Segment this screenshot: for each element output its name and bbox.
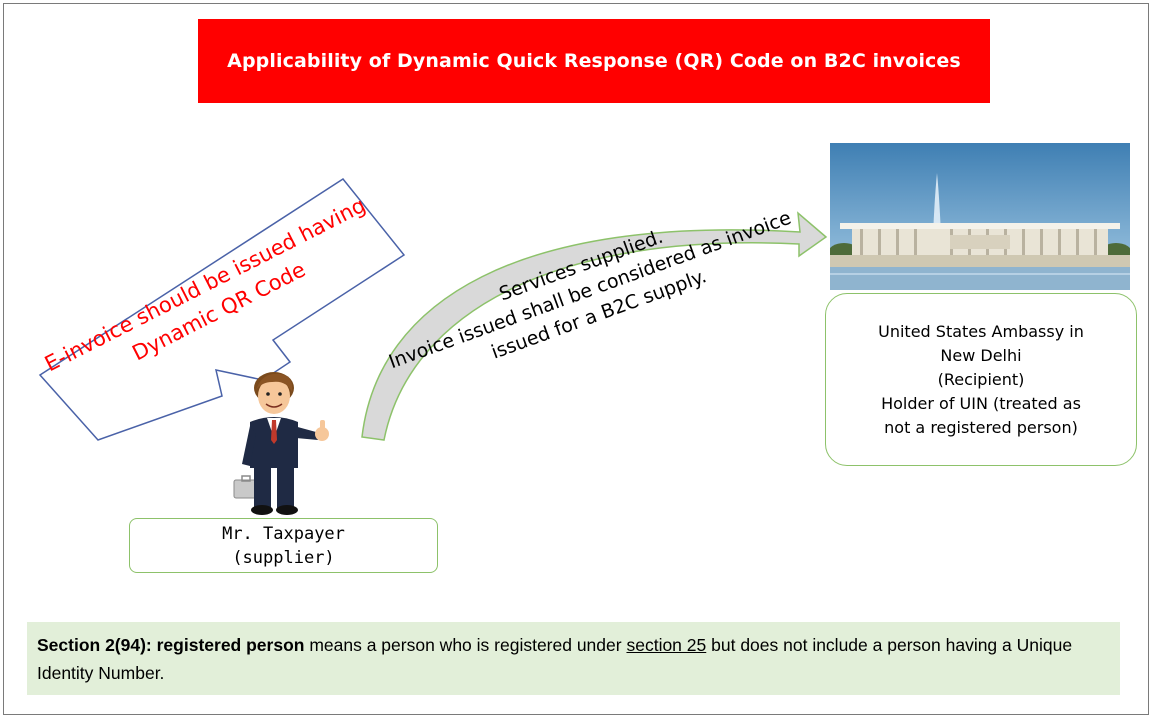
supplier-box: Mr. Taxpayer (supplier) (129, 518, 438, 573)
embassy-photo (830, 143, 1130, 290)
section-reference: Section 2(94): (37, 635, 152, 655)
definition-text-1: means a person who is registered under (309, 635, 622, 655)
recipient-line-3: (Recipient) (937, 369, 1025, 389)
title-text: Applicability of Dynamic Quick Response … (227, 50, 961, 72)
recipient-line-4: Holder of UIN (treated as (881, 393, 1081, 413)
recipient-line-5: not a registered person) (884, 417, 1078, 437)
slide-frame (3, 3, 1149, 715)
callout-shape (38, 178, 406, 441)
supplier-role: (supplier) (232, 547, 335, 568)
definition-box: Section 2(94): registered person means a… (27, 622, 1120, 695)
recipient-line-1: United States Ambassy in (878, 321, 1084, 341)
recipient-box: United States Ambassy in New Delhi (Reci… (825, 293, 1137, 466)
supply-arrow (361, 211, 828, 441)
defined-term: registered person (156, 635, 305, 655)
title-banner: Applicability of Dynamic Quick Response … (198, 19, 990, 103)
definition-text-2: but does not include a person having a U… (37, 635, 1073, 683)
businessman-illustration (233, 372, 329, 515)
recipient-line-2: New Delhi (940, 345, 1022, 365)
section-25-link: section 25 (626, 635, 707, 655)
supplier-name: Mr. Taxpayer (222, 523, 345, 544)
